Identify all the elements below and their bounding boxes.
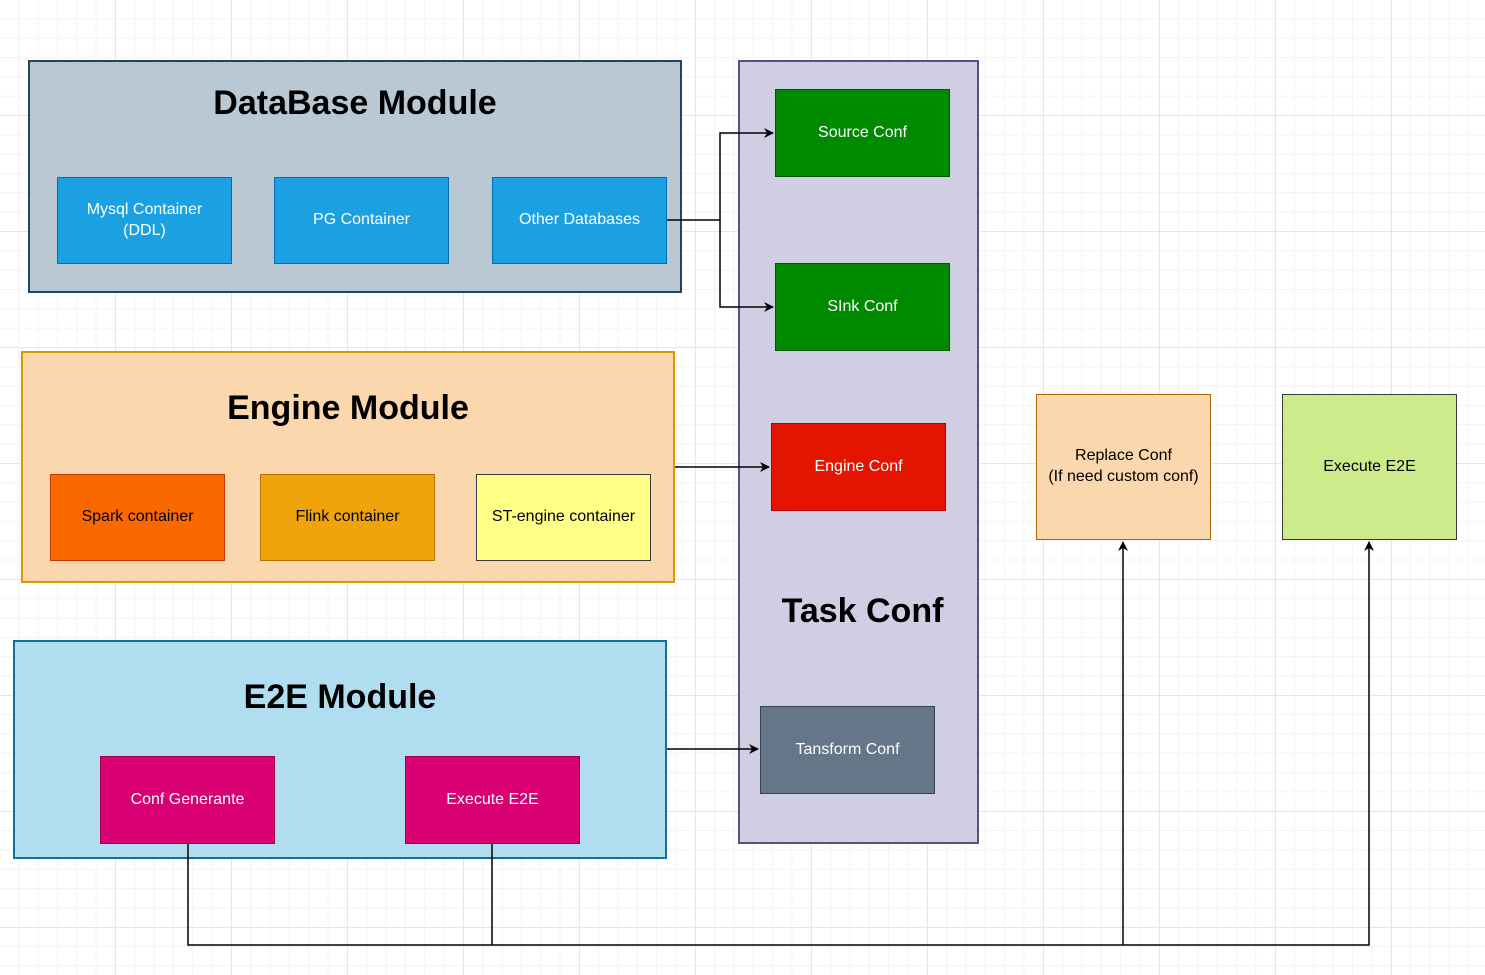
engine-conf-box[interactable]: Engine Conf xyxy=(771,423,946,511)
edge-to-execute-e2e-right xyxy=(1123,541,1374,946)
edge-conf-generate-bottom xyxy=(187,844,1123,946)
execute-e2e-right-box[interactable]: Execute E2E xyxy=(1282,394,1457,540)
database-module-title: DataBase Module xyxy=(213,84,497,122)
mysql-container-box[interactable]: Mysql Container (DDL) xyxy=(57,177,232,264)
engine-module-title: Engine Module xyxy=(227,389,469,427)
e2e-module-title: E2E Module xyxy=(243,678,437,716)
transform-conf-box[interactable]: Tansform Conf xyxy=(760,706,935,794)
pg-container-box[interactable]: PG Container xyxy=(274,177,449,264)
source-conf-box[interactable]: Source Conf xyxy=(775,89,950,177)
st-engine-container-box[interactable]: ST-engine container xyxy=(476,474,651,561)
replace-conf-box[interactable]: Replace Conf (If need custom conf) xyxy=(1036,394,1211,540)
sink-conf-box[interactable]: SInk Conf xyxy=(775,263,950,351)
flink-container-box[interactable]: Flink container xyxy=(260,474,435,561)
conf-generate-box[interactable]: Conf Generante xyxy=(100,756,275,844)
spark-container-box[interactable]: Spark container xyxy=(50,474,225,561)
other-databases-box[interactable]: Other Databases xyxy=(492,177,667,264)
task-conf-title: Task Conf xyxy=(781,592,944,630)
execute-e2e-box[interactable]: Execute E2E xyxy=(405,756,580,844)
